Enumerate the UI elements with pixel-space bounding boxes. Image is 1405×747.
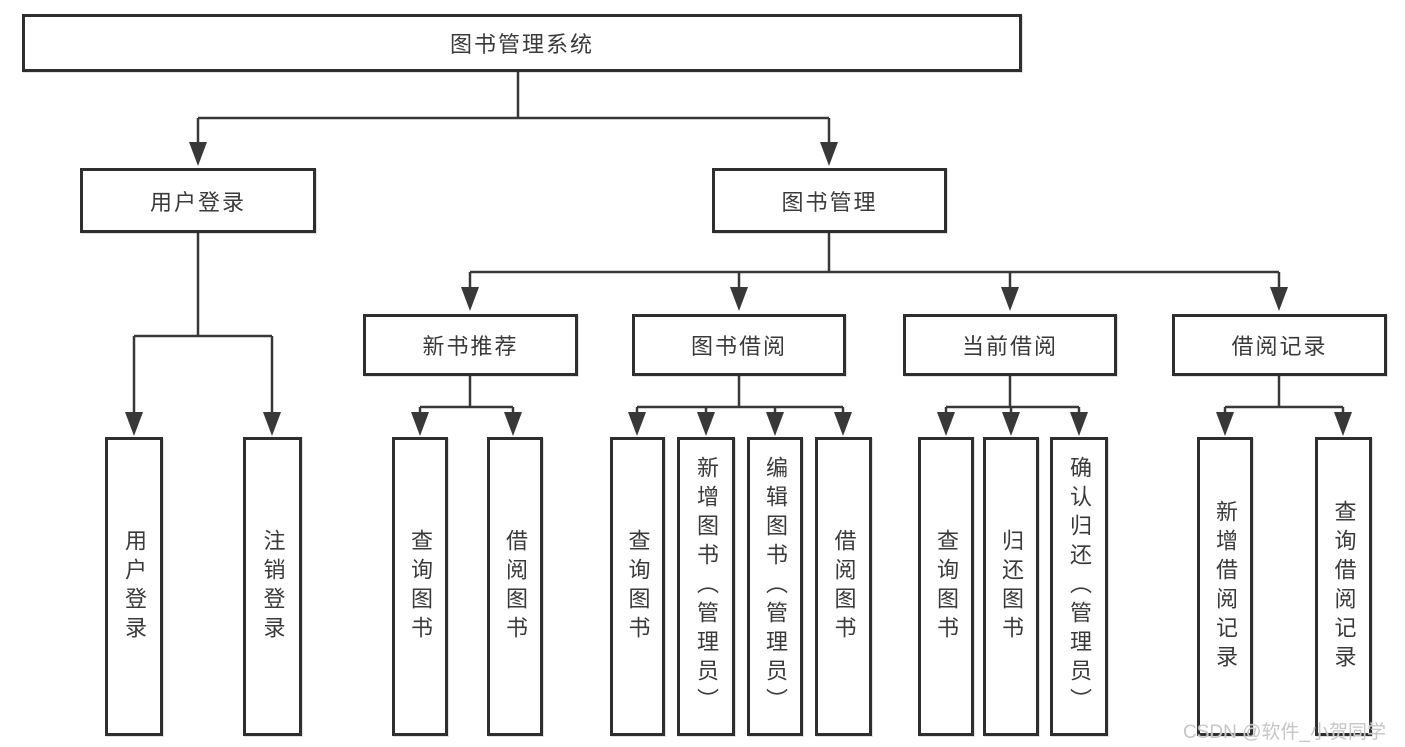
node-label: 查询借阅记录 <box>1331 499 1357 674</box>
connector-root-to-level2 <box>189 72 838 166</box>
node-label: 编辑图书（管理员） <box>763 456 788 717</box>
node-new-book-recommend: 新书推荐 <box>363 314 578 376</box>
node-label: 新增借阅记录 <box>1213 499 1238 674</box>
node-book-borrow: 图书借阅 <box>632 314 846 376</box>
leaf-query-books: 查询图书 <box>918 437 974 736</box>
node-library-management-system: 图书管理系统 <box>22 14 1022 72</box>
node-label: 借阅图书 <box>503 528 528 645</box>
node-book-management: 图书管理 <box>712 168 947 233</box>
leaf-edit-book-admin: 编辑图书（管理员） <box>747 437 803 736</box>
leaf-return-book: 归还图书 <box>983 437 1039 736</box>
node-label: 图书管理 <box>781 189 878 215</box>
leaf-query-books: 查询图书 <box>610 437 665 736</box>
node-current-borrow: 当前借阅 <box>903 314 1117 376</box>
leaf-query-borrow-record: 查询借阅记录 <box>1315 437 1372 736</box>
node-label: 新增图书（管理员） <box>694 456 719 717</box>
leaf-logout: 注销登录 <box>243 437 302 736</box>
leaf-query-books: 查询图书 <box>392 437 448 736</box>
connector-borrow-to-leaves <box>628 376 852 436</box>
leaf-borrow-books: 借阅图书 <box>487 437 543 736</box>
node-label: 新书推荐 <box>422 334 519 359</box>
leaf-confirm-return-admin: 确认归还（管理员） <box>1050 437 1108 736</box>
leaf-add-book-admin: 新增图书（管理员） <box>677 437 735 736</box>
node-borrow-records: 借阅记录 <box>1172 314 1387 376</box>
connector-records-to-leaves <box>1216 376 1352 436</box>
node-label: 查询图书 <box>934 528 959 645</box>
node-label: 归还图书 <box>999 528 1024 645</box>
node-label: 确认归还（管理员） <box>1067 456 1092 717</box>
node-label: 图书借阅 <box>690 334 787 359</box>
node-label: 用户登录 <box>122 528 147 645</box>
leaf-add-borrow-record: 新增借阅记录 <box>1197 437 1253 736</box>
node-label: 借阅记录 <box>1231 334 1328 359</box>
connector-user-login-to-leaves <box>125 233 281 436</box>
connector-recommend-to-leaves <box>411 376 522 436</box>
node-label: 图书管理系统 <box>449 32 594 57</box>
leaf-borrow-books: 借阅图书 <box>815 437 872 736</box>
connector-book-management-to-level3 <box>461 233 1288 311</box>
csdn-watermark: CSDN @软件_小贺同学 <box>1183 722 1386 743</box>
leaf-user-login: 用户登录 <box>105 437 163 736</box>
node-label: 借阅图书 <box>831 528 857 645</box>
node-label: 查询图书 <box>625 528 651 645</box>
node-user-login: 用户登录 <box>80 168 316 233</box>
node-label: 当前借阅 <box>961 334 1058 359</box>
connector-current-to-leaves <box>937 376 1088 436</box>
node-label: 注销登录 <box>260 528 286 645</box>
node-label: 查询图书 <box>408 528 433 645</box>
node-label: 用户登录 <box>149 189 246 215</box>
